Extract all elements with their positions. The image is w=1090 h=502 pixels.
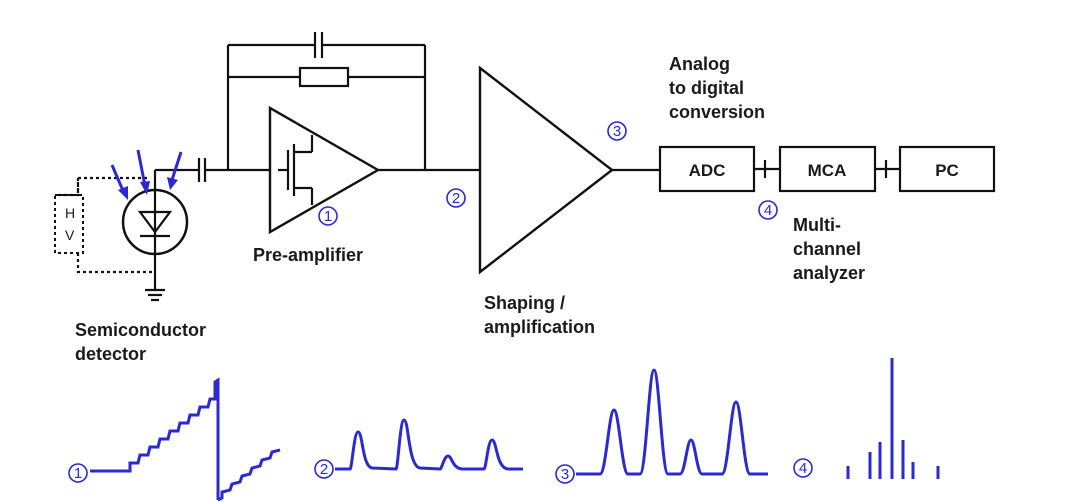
pc-box: PC [898, 145, 996, 193]
preamp-label: Pre-amplifier [253, 245, 363, 265]
hv-label-v: V [65, 227, 75, 243]
svg-text:3: 3 [561, 466, 569, 483]
svg-text:2: 2 [320, 461, 328, 478]
svg-text:3: 3 [613, 123, 621, 140]
marker-1-preamp: 1 [318, 206, 338, 226]
svg-text:2: 2 [452, 190, 460, 207]
mca-label: MCA [808, 161, 847, 180]
adc-box: ADC [658, 145, 756, 193]
radiation-arrows [110, 149, 183, 200]
mca-title-line2: channel [793, 239, 861, 259]
semiconductor-detector [121, 168, 189, 302]
feedback-network [226, 32, 427, 170]
shaping-label-line1: Shaping / [484, 293, 565, 313]
adc-label: ADC [689, 161, 726, 180]
svg-text:1: 1 [74, 465, 82, 482]
mca-box: MCA [778, 145, 877, 193]
detector-label-line1: Semiconductor [75, 320, 206, 340]
coupling-capacitor [185, 158, 270, 182]
mca-title-line3: analyzer [793, 263, 865, 283]
waveform-2-preamp-pulses: 2 [314, 418, 523, 479]
adc-title-line3: conversion [669, 102, 765, 122]
mca-title-line1: Multi- [793, 215, 841, 235]
hv-label-h: H [65, 205, 75, 221]
marker-4-mca: 4 [758, 200, 778, 220]
marker-3-shaping-output: 3 [607, 121, 627, 141]
hv-supply: H V [54, 176, 155, 274]
shaping-label-line2: amplification [484, 317, 595, 337]
svg-text:4: 4 [764, 202, 772, 219]
svg-text:1: 1 [324, 208, 332, 225]
shaping-amplifier [478, 65, 660, 275]
waveform-1-staircase: 1 [68, 377, 281, 502]
detector-label-line2: detector [75, 344, 146, 364]
marker-2-shaping-input: 2 [446, 188, 466, 208]
adc-title-line1: Analog [669, 54, 730, 74]
svg-text:4: 4 [799, 460, 807, 477]
waveform-4-spectrum: 4 [793, 358, 940, 479]
pre-amplifier [268, 105, 480, 235]
adc-title-line2: to digital [669, 78, 744, 98]
pc-label: PC [935, 161, 959, 180]
waveform-3-shaped-pulses: 3 [555, 368, 768, 484]
